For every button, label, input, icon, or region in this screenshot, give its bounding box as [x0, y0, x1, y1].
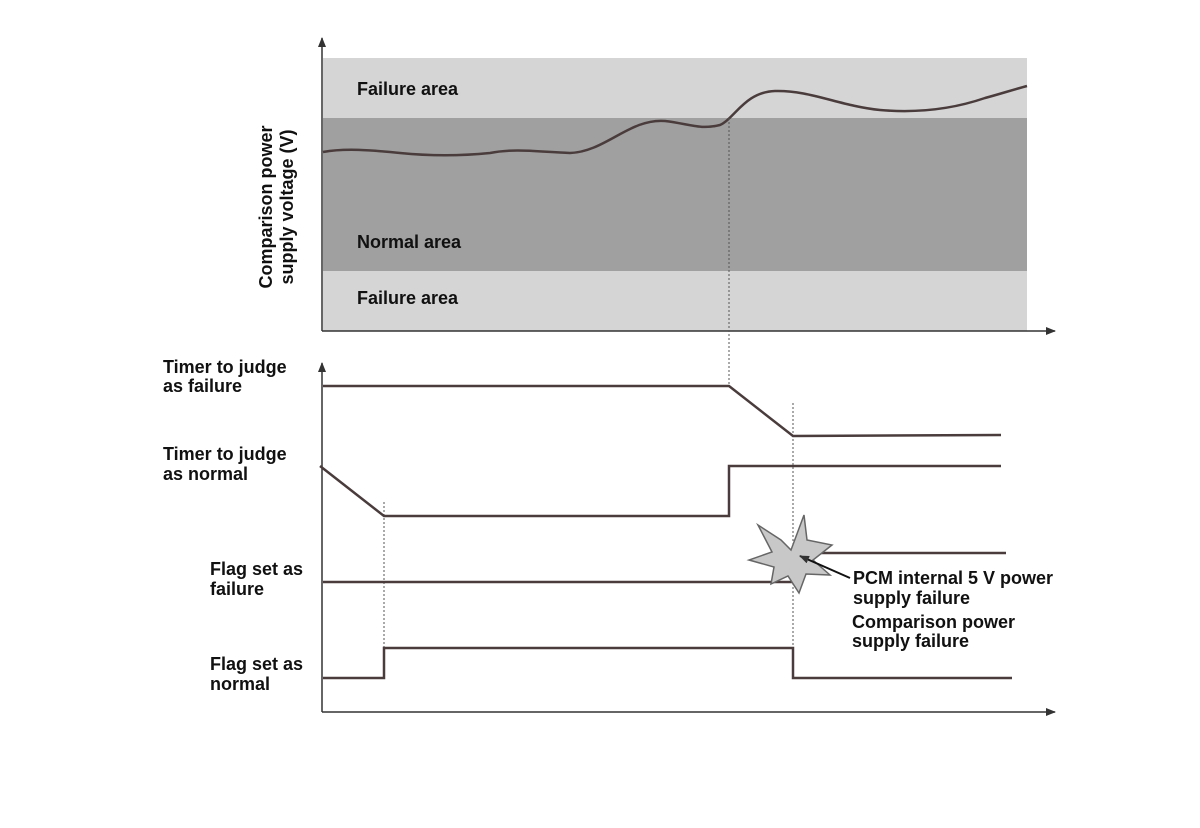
failure-area-bottom	[323, 271, 1027, 331]
pcm-failure-annotation-line1: PCM internal 5 V power	[853, 568, 1053, 588]
timer-failure-label-line2: as failure	[163, 376, 242, 396]
comparison-failure-annotation-line2: supply failure	[852, 631, 969, 651]
failure-area-top-label: Failure area	[357, 79, 459, 99]
timer-normal-label-line2: as normal	[163, 464, 248, 484]
timer-failure-label-line1: Timer to judge	[163, 357, 287, 377]
starburst-icon	[746, 514, 834, 595]
timer-normal-label-line1: Timer to judge	[163, 444, 287, 464]
pcm-failure-annotation-line2: supply failure	[853, 588, 970, 608]
voltage-chart: Failure area Normal area Failure area Co…	[256, 37, 1056, 335]
flag-normal-label-line1: Flag set as	[210, 654, 303, 674]
failure-area-top	[323, 58, 1027, 118]
timer-failure-waveform	[323, 384, 1002, 438]
failure-area-bottom-label: Failure area	[357, 288, 459, 308]
timing-chart: Timer to judge as failure Timer to judge…	[163, 118, 1056, 716]
voltage-ylabel-line1: Comparison power	[256, 125, 276, 288]
annotation-arrow	[799, 555, 851, 579]
timer-normal-waveform	[319, 464, 1001, 518]
flag-failure-label-line2: failure	[210, 579, 264, 599]
voltage-ylabel-line2: supply voltage (V)	[277, 129, 297, 284]
voltage-curve	[322, 84, 1028, 157]
normal-area	[323, 118, 1027, 271]
normal-area-label: Normal area	[357, 232, 462, 252]
flag-normal-waveform	[323, 646, 1012, 680]
voltage-ylabel: Comparison power supply voltage (V)	[256, 125, 297, 288]
comparison-failure-annotation-line1: Comparison power	[852, 612, 1015, 632]
flag-failure-label-line1: Flag set as	[210, 559, 303, 579]
flag-normal-label-line2: normal	[210, 674, 270, 694]
